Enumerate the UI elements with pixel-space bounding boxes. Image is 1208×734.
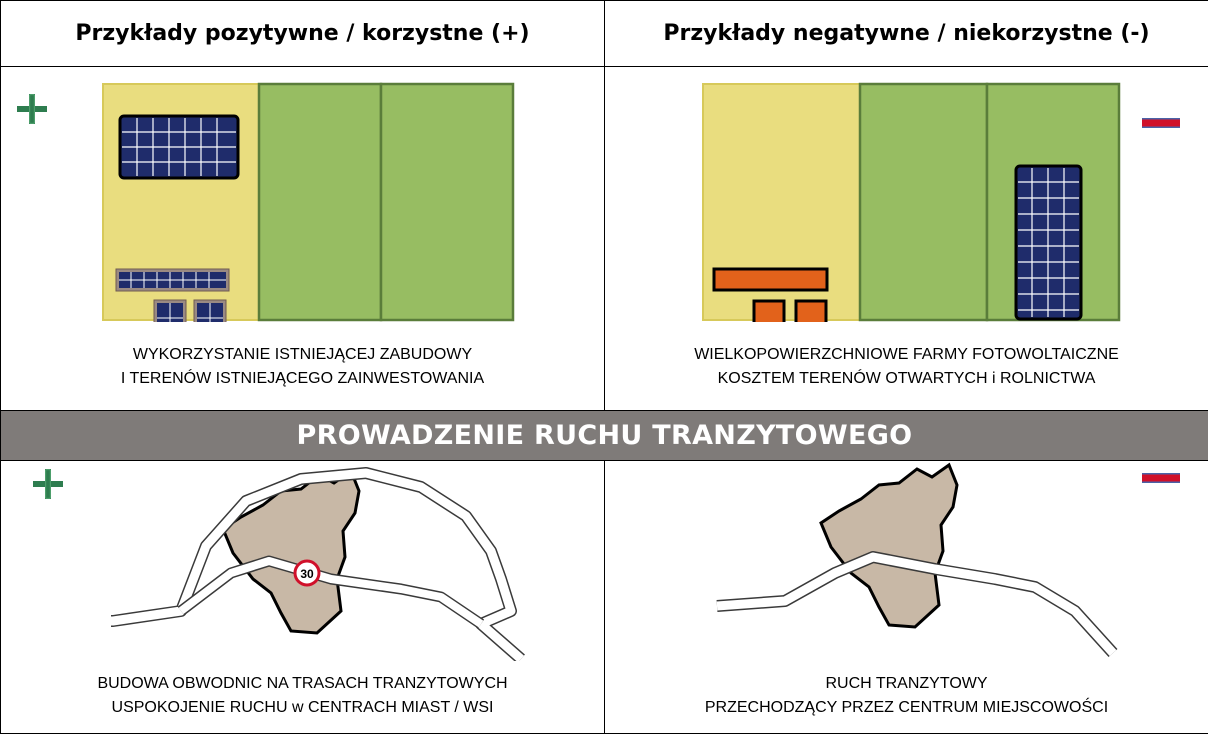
positive-solar-caption-line1: WYKORZYSTANIE ISTNIEJĄCEJ ZABUDOWY bbox=[132, 346, 473, 363]
solar-farm-illustration bbox=[702, 82, 1121, 322]
transit-through-center-illustration bbox=[716, 462, 1118, 658]
section-band-title: PROWADZENIE RUCHU TRANZYTOWEGO bbox=[0, 410, 1208, 461]
bypass-road-illustration: 30 bbox=[107, 467, 525, 661]
negative-solar-cell: WIELKOPOWIERZCHNIOWE FARMY FOTOWOLTAICZN… bbox=[604, 66, 1208, 411]
negative-column-header: Przykłady negatywne / niekorzystne (-) bbox=[604, 0, 1208, 67]
positive-bypass-caption-line1: BUDOWA OBWODNIC NA TRASACH TRANZYTOWYCH bbox=[97, 675, 508, 692]
positive-bypass-cell: 30 BUDOWA OBWODNIC NA TRASACH TRANZYTOWY… bbox=[0, 460, 605, 734]
negative-solar-caption-line2: KOSZTEM TERENÓW OTWARTYCH i ROLNICTWA bbox=[717, 370, 1096, 387]
town-area bbox=[221, 468, 361, 635]
speed-limit-sign: 30 bbox=[300, 567, 314, 581]
positive-solar-caption-line2: I TERENÓW ISTNIEJĄCEGO ZAINWESTOWANIA bbox=[120, 370, 485, 387]
negative-transit-caption-line2: PRZECHODZĄCY PRZEZ CENTRUM MIEJSCOWOŚCI bbox=[704, 699, 1109, 716]
plus-icon bbox=[33, 469, 63, 499]
negative-solar-caption-line1: WIELKOPOWIERZCHNIOWE FARMY FOTOWOLTAICZN… bbox=[694, 346, 1119, 363]
positive-bypass-caption-line2: USPOKOJENIE RUCHU w CENTRACH MIAST / WSI bbox=[111, 699, 494, 716]
minus-icon bbox=[1142, 473, 1180, 483]
plus-icon bbox=[17, 94, 47, 124]
minus-icon bbox=[1142, 118, 1180, 128]
town-area bbox=[819, 462, 959, 629]
existing-buildings-solar-illustration bbox=[102, 82, 515, 322]
negative-transit-cell: RUCH TRANZYTOWY PRZECHODZĄCY PRZEZ CENTR… bbox=[604, 460, 1208, 734]
negative-transit-caption-line1: RUCH TRANZYTOWY bbox=[825, 675, 988, 692]
positive-column-header: Przykłady pozytywne / korzystne (+) bbox=[0, 0, 605, 67]
positive-solar-cell: WYKORZYSTANIE ISTNIEJĄCEJ ZABUDOWY I TER… bbox=[0, 66, 605, 411]
